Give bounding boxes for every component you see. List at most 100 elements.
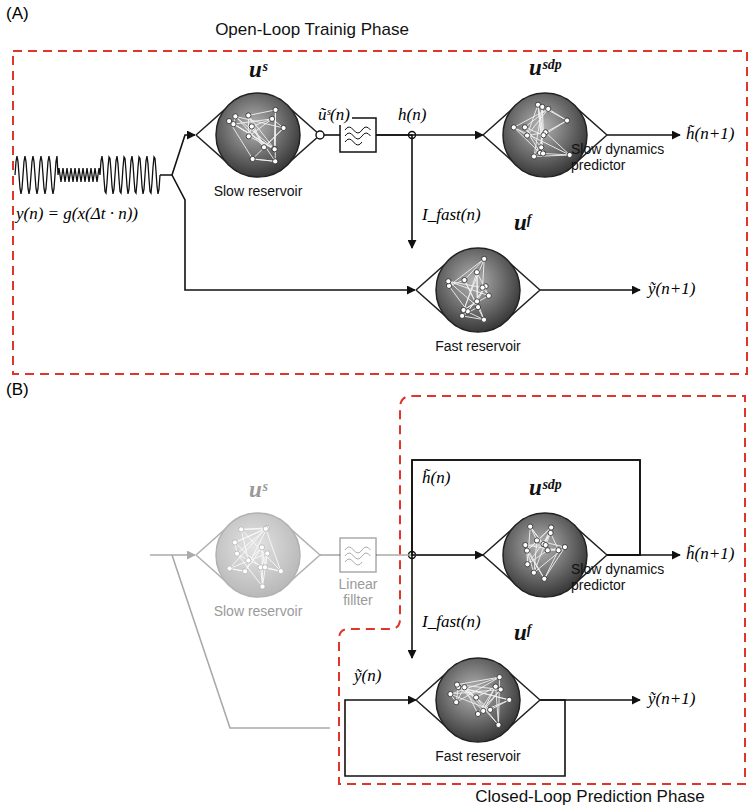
reservoir-unit: [475, 304, 480, 309]
edge-label: h̃(n): [420, 468, 452, 488]
reservoir-unit: [534, 538, 539, 543]
reservoir-unit: [524, 548, 529, 553]
node-name: Fast reservoir: [435, 338, 521, 354]
state-symbol: uᶠ: [514, 210, 531, 236]
reservoir-unit: [461, 307, 466, 312]
reservoir-unit: [446, 279, 451, 284]
reservoir-unit: [262, 565, 267, 570]
input-wire: [172, 175, 415, 290]
reservoir-unit: [528, 524, 533, 529]
reservoir-symbol: [416, 658, 540, 742]
reservoir-unit: [541, 133, 546, 138]
reservoir-links: [450, 677, 509, 725]
node-name: Slow reservoir: [214, 183, 303, 199]
reservoir-unit: [480, 285, 485, 290]
reservoir-unit: [523, 542, 528, 547]
reservoir-unit: [474, 299, 479, 304]
reservoir-unit: [242, 569, 247, 574]
reservoir-symbol: [416, 248, 540, 332]
reservoir-links: [525, 527, 565, 579]
reservoir-unit: [481, 317, 486, 322]
state-symbol: uˢ: [249, 57, 267, 83]
reservoir-unit: [263, 526, 268, 531]
filter-box: [340, 538, 376, 572]
reservoir-unit: [539, 145, 544, 150]
reservoir-unit: [511, 125, 516, 130]
reservoir-unit: [232, 540, 237, 545]
reservoir-body: [436, 658, 520, 742]
reservoir-body: [436, 248, 520, 332]
reservoir-unit: [522, 125, 527, 130]
reservoir-unit: [272, 146, 277, 151]
reservoir-unit: [231, 122, 236, 127]
node-outline: [340, 538, 376, 572]
reservoir-links: [514, 105, 570, 157]
node-name: Linear fillter: [331, 576, 385, 608]
reservoir-unit: [246, 134, 251, 139]
reservoir-unit: [556, 548, 561, 553]
output-wire: [540, 289, 640, 291]
reservoir-unit: [462, 277, 467, 282]
reservoir-unit: [493, 684, 498, 689]
reservoir-unit: [482, 256, 487, 261]
reservoir-unit: [531, 570, 536, 575]
reservoir-unit: [272, 147, 277, 152]
reservoir-unit: [249, 124, 254, 129]
reservoir-unit: [259, 545, 264, 550]
node-outline: [416, 656, 540, 744]
output-wire: [607, 134, 680, 136]
reservoir-unit: [239, 527, 244, 532]
reservoir-links: [230, 528, 281, 587]
signal-label: h̃(n+1): [684, 124, 736, 144]
reservoir-unit: [548, 530, 553, 535]
reservoir-unit: [540, 151, 545, 156]
reservoir-links: [448, 259, 488, 320]
reservoir-unit: [265, 551, 270, 556]
dashed-region: [13, 51, 747, 374]
reservoir-unit: [250, 156, 255, 161]
dashed-region: [339, 396, 745, 784]
reservoir-unit: [246, 558, 251, 563]
connector: [320, 554, 340, 556]
reservoir-unit: [498, 687, 503, 692]
state-symbol: uˢᵈᵖ: [529, 55, 561, 81]
signal-waveform: [15, 156, 160, 194]
reservoir-unit: [273, 107, 278, 112]
reservoir-unit: [261, 145, 266, 150]
reservoir-unit: [454, 682, 459, 687]
reservoir-links: [229, 110, 283, 161]
signal-label: ỹ(n+1): [646, 279, 697, 299]
reservoir-unit: [507, 697, 512, 702]
reservoir-unit: [270, 116, 275, 121]
reservoir-node: uᶠFast reservoir: [416, 656, 540, 744]
node-name: Slow dynamics predictor: [571, 561, 671, 593]
reservoir-unit: [531, 154, 536, 159]
signal-label: y(n) = g(x(Δt · n)): [14, 204, 140, 224]
reservoir-unit: [474, 270, 479, 275]
reservoir-node: uˢSlow reservoir: [196, 511, 320, 599]
reservoir-body: [216, 513, 300, 597]
reservoir-unit: [545, 548, 550, 553]
panel-letter: (A): [6, 4, 29, 24]
filter-node: Linear fillter: [340, 538, 376, 572]
reservoir-unit: [278, 569, 283, 574]
reservoir-unit: [448, 692, 453, 697]
reservoir-symbol: [196, 513, 320, 597]
reservoir-unit: [281, 125, 286, 130]
reservoir-unit: [562, 544, 567, 549]
phase-title: Closed-Loop Prediction Phase: [475, 787, 705, 807]
node-name: Fast reservoir: [435, 748, 521, 764]
reservoir-unit: [543, 542, 548, 547]
edge-label: ỹ(n): [352, 666, 383, 686]
reservoir-unit: [234, 551, 239, 556]
phase-region: Closed-Loop Prediction PhaseuˢᵈᵖSlow dyn…: [338, 395, 748, 787]
reservoir-unit: [481, 708, 486, 713]
edge-label: I_fast(n): [420, 205, 483, 225]
reservoir-unit: [246, 113, 251, 118]
reservoir-unit: [475, 711, 480, 716]
reservoir-unit: [564, 118, 569, 123]
reservoir-unit: [454, 700, 459, 705]
filter-waves: [345, 127, 371, 145]
